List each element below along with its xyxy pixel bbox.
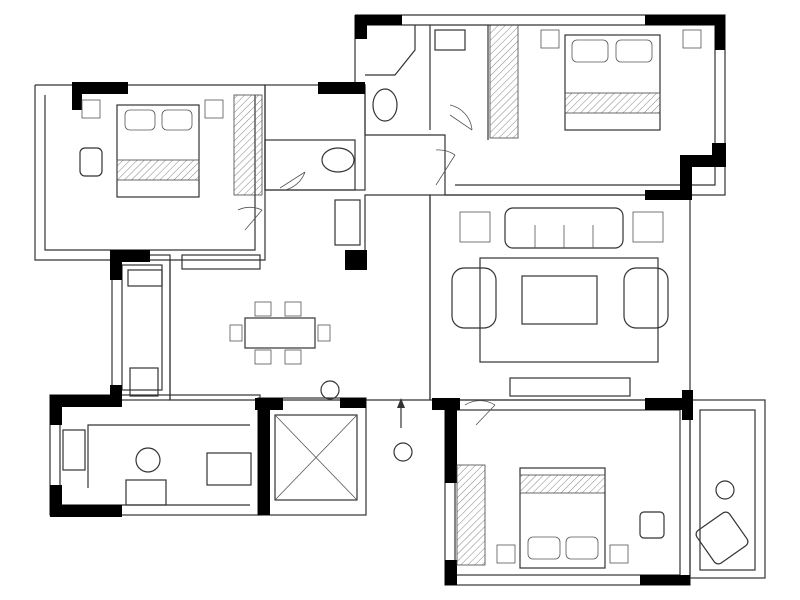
- washer: [129, 367, 159, 397]
- plant-icon: [715, 480, 735, 500]
- doors: [237, 104, 496, 426]
- person-icon: [393, 442, 413, 462]
- armchair-icon: [623, 267, 669, 329]
- sink-icon: [127, 269, 163, 287]
- armchair-icon: [639, 511, 665, 539]
- sofa-icon: [459, 207, 664, 249]
- armchair-icon: [451, 267, 497, 329]
- coffee-table: [521, 275, 598, 325]
- armchair-icon: [79, 147, 103, 177]
- fridge: [206, 452, 252, 486]
- toilet-icon: [372, 88, 398, 122]
- wardrobe-icon: [233, 94, 263, 196]
- north-arrow-icon: [397, 398, 405, 428]
- bed-icon: [81, 99, 224, 198]
- bed-icon: [540, 29, 702, 131]
- structural-walls: [50, 15, 726, 585]
- toilet-icon: [321, 147, 355, 173]
- wardrobe-icon: [489, 24, 519, 139]
- armchair-icon: [695, 511, 749, 565]
- sink-icon: [334, 199, 361, 246]
- cabinet: [181, 254, 261, 270]
- person-icon: [135, 447, 161, 473]
- wardrobe-icon: [456, 464, 486, 566]
- sink-icon: [434, 29, 466, 51]
- stove-icon: [125, 479, 167, 506]
- bed-icon: [496, 467, 629, 569]
- dining-table-icon: [229, 301, 331, 365]
- sink-icon: [62, 429, 86, 471]
- plant-icon: [320, 380, 340, 400]
